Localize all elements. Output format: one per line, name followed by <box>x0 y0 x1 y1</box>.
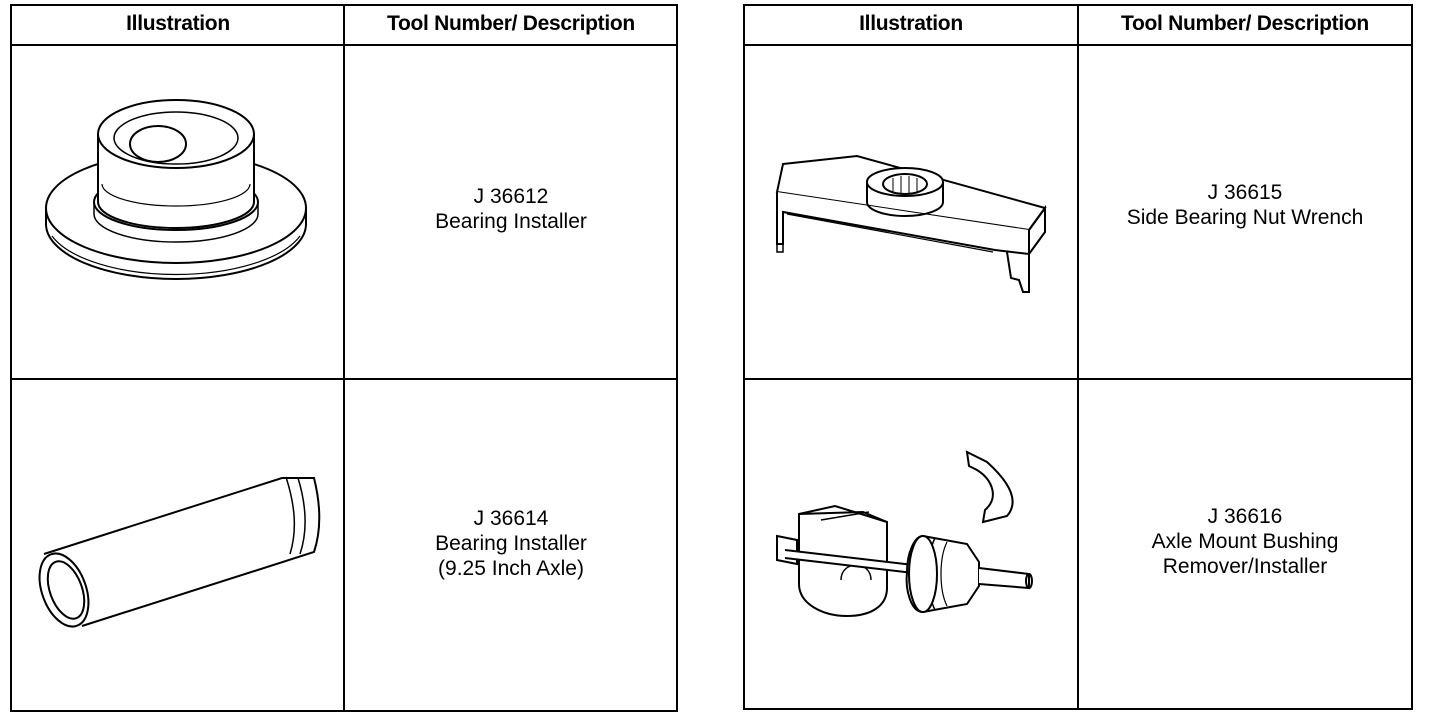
tool-description-line: (9.25 Inch Axle) <box>438 557 584 580</box>
tool-description-line: Axle Mount Bushing <box>1151 530 1339 553</box>
tool-description: J 36612 Bearing Installer <box>346 184 676 234</box>
header-tool-description: Tool Number/ Description <box>387 12 635 35</box>
tool-description: J 36614 Bearing Installer (9.25 Inch Axl… <box>346 506 676 581</box>
tool-number: J 36615 <box>1207 181 1283 204</box>
side-bearing-nut-wrench-icon <box>767 152 1057 302</box>
tool-number: J 36612 <box>473 185 549 208</box>
axle-mount-bushing-tool-icon <box>771 440 1041 620</box>
tool-description: J 36616 Axle Mount Bushing Remover/Insta… <box>1079 504 1411 579</box>
tool-description: J 36615 Side Bearing Nut Wrench <box>1079 180 1411 230</box>
bearing-installer-icon <box>42 76 312 306</box>
column-divider <box>343 6 345 710</box>
column-divider <box>1077 6 1079 708</box>
tool-number: J 36616 <box>1207 505 1283 528</box>
bearing-installer-tube-icon <box>38 472 328 632</box>
tool-table-left: Illustration Tool Number/ Description J … <box>10 4 678 712</box>
tool-description-line: Bearing Installer <box>435 210 587 233</box>
tool-description-line: Bearing Installer <box>435 532 587 555</box>
header-tool-description: Tool Number/ Description <box>1121 12 1369 35</box>
tool-table-right: Illustration Tool Number/ Description J … <box>743 4 1413 710</box>
header-illustration: Illustration <box>126 12 230 35</box>
row-divider <box>745 378 1411 380</box>
tool-description-line: Side Bearing Nut Wrench <box>1126 206 1364 229</box>
tool-description-line: Remover/Installer <box>1162 555 1328 578</box>
header-illustration: Illustration <box>859 12 963 35</box>
tool-number: J 36614 <box>473 507 549 530</box>
row-divider <box>12 378 676 380</box>
